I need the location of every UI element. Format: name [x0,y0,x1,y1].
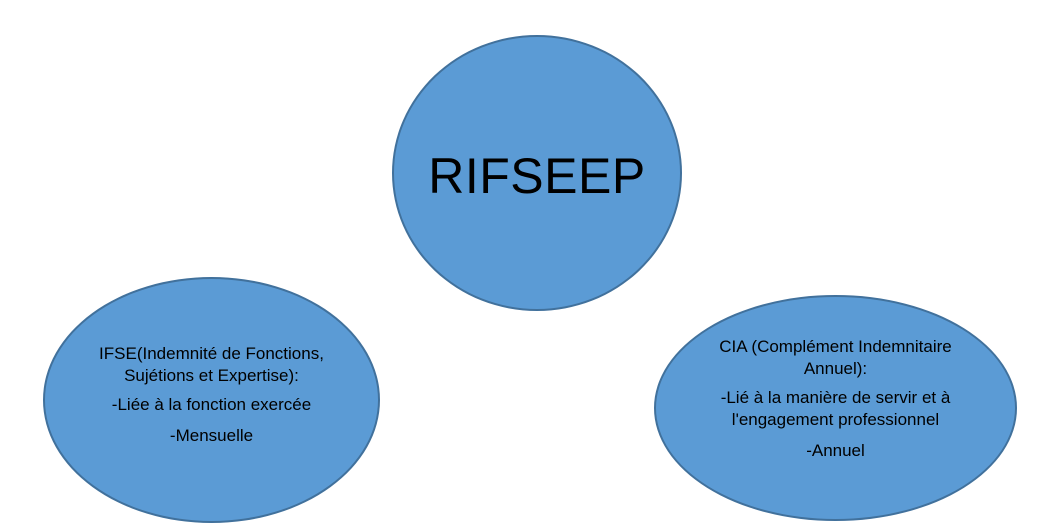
ifse-ellipse: IFSE(Indemnité de Fonctions, Sujétions e… [43,277,380,523]
rifseep-circle: RIFSEEP [392,35,682,311]
cia-text: CIA (Complément Indemnitaire Annuel): -L… [706,336,966,462]
cia-item-annuel: -Annuel [806,441,865,460]
cia-ellipse: CIA (Complément Indemnitaire Annuel): -L… [654,295,1017,521]
ifse-item-fonction: -Liée à la fonction exercée [111,395,312,414]
cia-item-maniere: -Lié à la manière de servir et à l'engag… [720,388,951,429]
cia-heading: CIA (Complément Indemnitaire Annuel): [719,337,952,378]
ifse-heading: IFSE(Indemnité de Fonctions, Sujétions e… [99,344,324,385]
ifse-item-mensuelle: -Mensuelle [169,426,254,445]
rifseep-title: RIFSEEP [428,148,646,204]
ifse-text: IFSE(Indemnité de Fonctions, Sujétions e… [67,343,357,447]
